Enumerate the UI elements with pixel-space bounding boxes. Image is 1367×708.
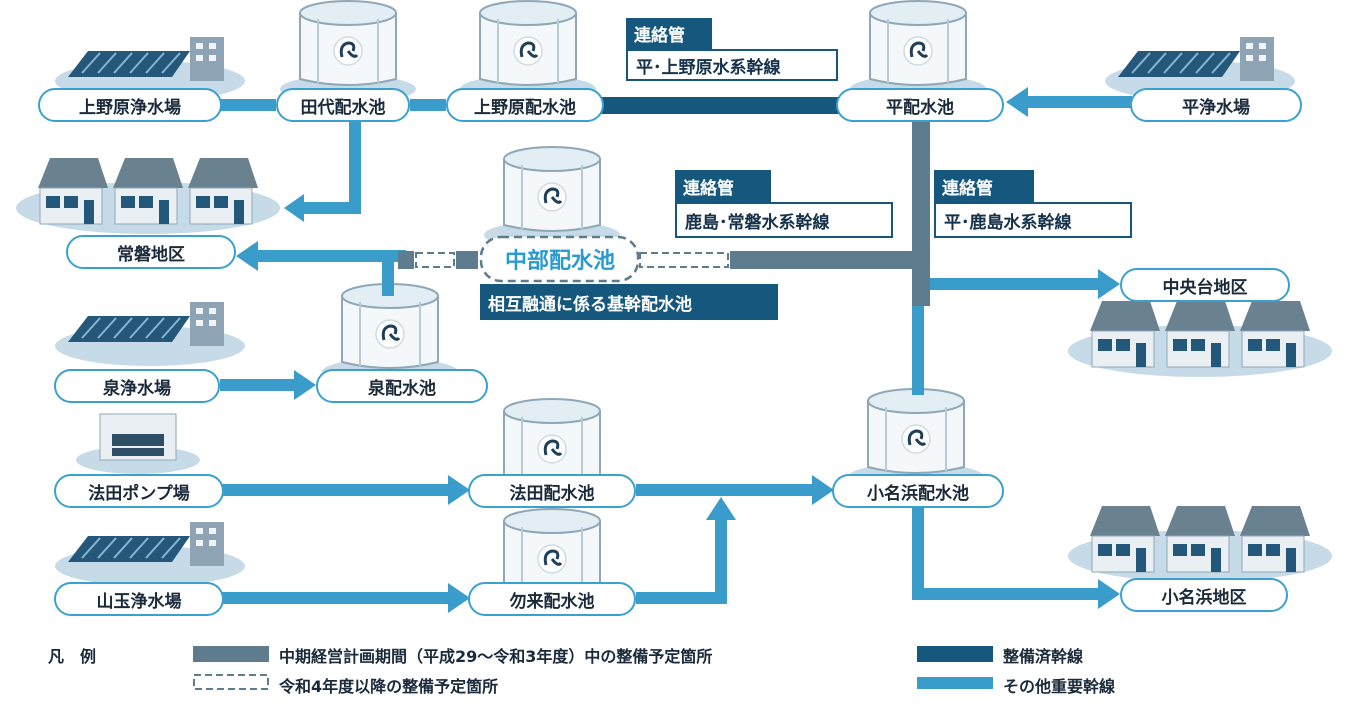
legend-swatch-planned (193, 646, 269, 662)
tank-illustration (482, 145, 622, 251)
taira-plant-label: 平浄水場 (1130, 88, 1302, 122)
main-line (220, 379, 300, 391)
main-line (382, 254, 394, 296)
houses-illustration (1068, 506, 1332, 582)
arrow-icon (448, 583, 470, 613)
plant-illustration (54, 521, 246, 587)
main-line (636, 484, 816, 496)
plant-illustration (54, 301, 246, 367)
arrow-icon (284, 194, 304, 222)
main-line (715, 516, 727, 604)
izumi-plant-label: 泉浄水場 (54, 369, 220, 403)
arrow-icon (706, 497, 736, 520)
arrow-icon (812, 475, 834, 505)
link2-title: 連絡管 (675, 170, 771, 202)
arrow-icon (236, 241, 258, 271)
houses-illustration (1068, 301, 1332, 377)
pipelines (220, 87, 1132, 613)
onahama-reservoir-label: 小名浜配水池 (832, 474, 1004, 508)
arrow-icon (1098, 579, 1120, 609)
legend-other-label: その他重要幹線 (1003, 677, 1116, 696)
planned-main-line (398, 251, 414, 269)
hotta-reservoir-label: 法田配水池 (468, 474, 636, 508)
arrow-icon (1006, 87, 1028, 117)
main-line (1024, 96, 1132, 108)
arrow-icon (448, 475, 470, 505)
completed-main-line (598, 97, 858, 114)
link3-name: 平･鹿島水系幹線 (934, 202, 1132, 238)
link2-name: 鹿島･常磐水系幹線 (675, 202, 893, 238)
main-line (912, 500, 924, 600)
legend-swatches (193, 646, 993, 690)
izumi-reservoir-label: 泉配水池 (316, 369, 488, 403)
hotta-pump-label: 法田ポンプ場 (54, 474, 224, 508)
joban-district-label: 常磐地区 (66, 235, 236, 269)
main-line (222, 484, 454, 496)
planned-main-line (730, 251, 930, 269)
legend-title: 凡 例 (48, 647, 97, 666)
main-line (220, 99, 276, 111)
future-main-line (415, 252, 455, 268)
legend-planned-label: 中期経営計画期間（平成29～令和3年度）中の整備予定箇所 (279, 647, 713, 666)
sandama-plant-label: 山玉浄水場 (54, 582, 224, 616)
chuodai-district-label: 中央台地区 (1120, 268, 1290, 302)
legend-swatch-completed (917, 646, 993, 662)
uenohara-reservoir-label: 上野原配水池 (446, 88, 604, 122)
legend-completed-label: 整備済幹線 (1003, 647, 1084, 666)
main-line (410, 99, 446, 111)
chubu-reservoir-label: 中部配水池 (504, 249, 615, 274)
main-line (254, 250, 406, 262)
main-line (636, 592, 727, 604)
arrow-icon (1098, 269, 1120, 299)
legend-swatch-future (193, 674, 269, 690)
planned-main-line (456, 251, 478, 269)
legend-future-label: 令和4年度以降の整備予定箇所 (279, 677, 499, 696)
onahama-district-label: 小名浜地区 (1120, 578, 1288, 612)
main-line (349, 112, 361, 208)
pump-illustration (75, 413, 201, 475)
uenohara-plant-label: 上野原浄水場 (38, 88, 222, 122)
link3-title: 連絡管 (934, 170, 1034, 202)
legend-swatch-other (917, 677, 993, 689)
taira-reservoir-label: 平配水池 (836, 88, 1004, 122)
main-line (300, 202, 361, 214)
tashiro-reservoir-label: 田代配水池 (276, 88, 410, 122)
future-main-line (639, 252, 729, 268)
main-line (222, 592, 454, 604)
link1-name: 平･上野原水系幹線 (626, 49, 838, 81)
planned-main-line (912, 114, 930, 306)
main-line (912, 588, 1102, 600)
houses-illustration (16, 158, 280, 234)
main-line (924, 278, 1100, 290)
arrow-icon (294, 370, 316, 400)
link1-title: 連絡管 (626, 18, 712, 49)
chubu-reservoir-outline (479, 235, 640, 283)
hub-note: 相互融通に係る基幹配水池 (480, 284, 778, 320)
nakoso-reservoir-label: 勿来配水池 (468, 582, 636, 616)
